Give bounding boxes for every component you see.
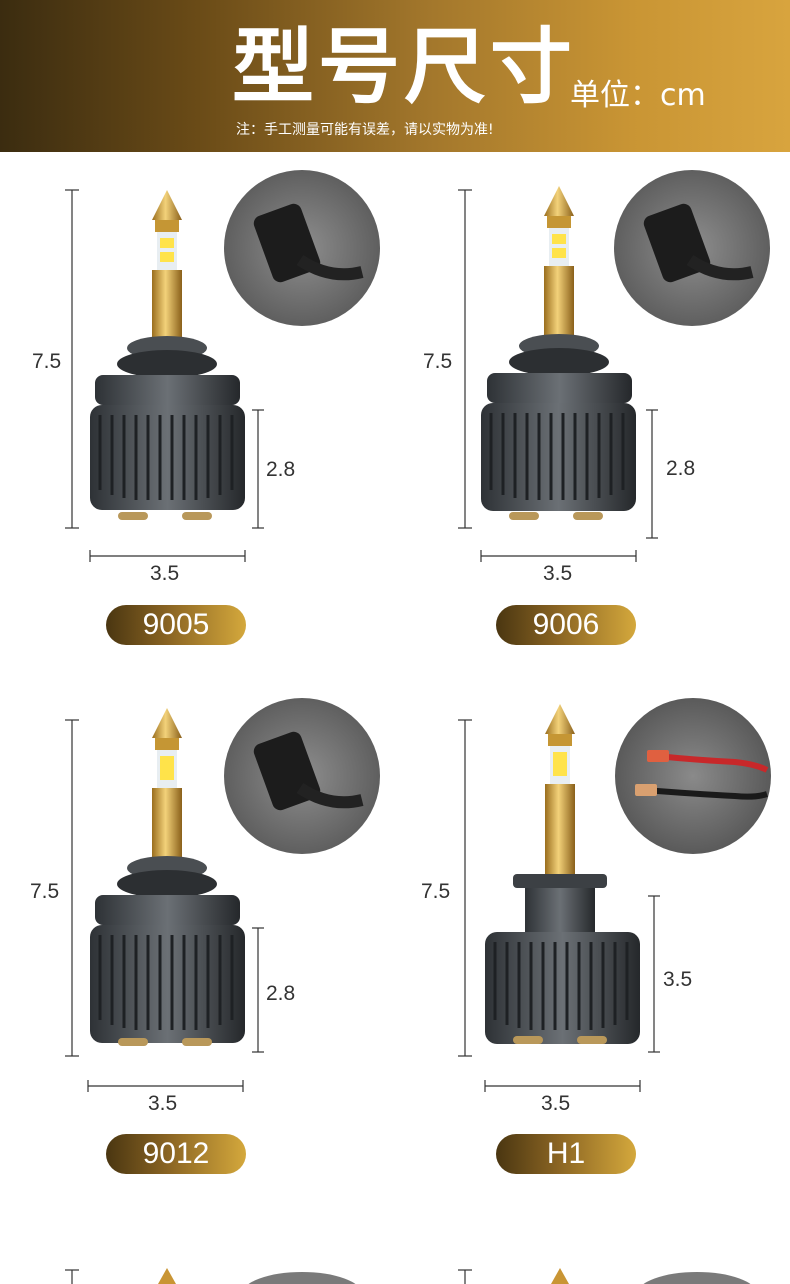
- product-card-9012: 7.5 2.8 3.5 9012: [0, 690, 395, 1210]
- model-badge: 9006: [496, 605, 636, 645]
- width-label: 3.5: [541, 1092, 571, 1115]
- product-card-9005: 7.5 2.8 3.5 9005: [0, 160, 395, 680]
- base-height-label: 2.8: [266, 982, 296, 1005]
- base-height-label: 2.8: [666, 457, 696, 480]
- bulb-illustration: [458, 698, 771, 1092]
- base-height-label: 3.5: [663, 968, 693, 991]
- connector-photo: [615, 698, 771, 854]
- next-row-partial: [65, 1268, 751, 1284]
- width-label: 3.5: [543, 562, 573, 585]
- page-title: 型号尺寸: [232, 20, 577, 115]
- bulb-illustration: [65, 698, 380, 1092]
- unit-label: 单位：cm: [570, 78, 706, 113]
- bulb-illustration: [458, 170, 770, 562]
- height-label: 7.5: [421, 880, 451, 903]
- base-height-label: 2.8: [266, 458, 296, 481]
- product-card-9006: 7.5 2.8 3.5 9006: [395, 160, 790, 680]
- width-label: 3.5: [148, 1092, 178, 1115]
- model-badge: H1: [496, 1134, 636, 1174]
- product-card-h1: 7.5 3.5 3.5 H1: [395, 690, 790, 1210]
- height-label: 7.5: [32, 350, 62, 373]
- measurement-note: 注：手工测量可能有误差，请以实物为准!: [236, 122, 494, 138]
- model-badge: 9012: [106, 1134, 246, 1174]
- model-badge: 9005: [106, 605, 246, 645]
- width-label: 3.5: [150, 562, 180, 585]
- bulb-illustration: [65, 170, 380, 562]
- height-label: 7.5: [30, 880, 60, 903]
- header-banner: 型号尺寸 单位：cm 注：手工测量可能有误差，请以实物为准!: [0, 0, 790, 152]
- height-label: 7.5: [423, 350, 453, 373]
